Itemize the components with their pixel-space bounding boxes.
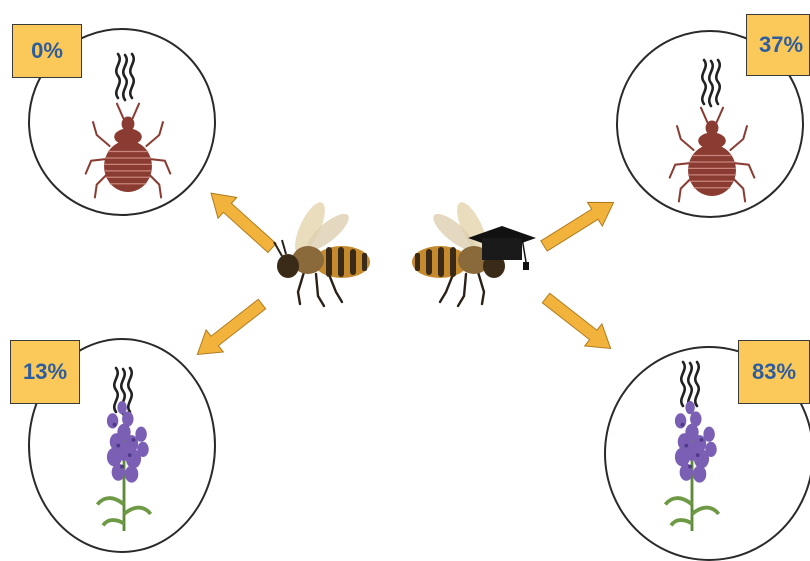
- percent-badge-top-left: 0%: [12, 24, 82, 78]
- arrow-to-bottom-left: [189, 293, 271, 366]
- panel-top-right-smoke-icon: [702, 60, 719, 106]
- arrow-to-top-right: [537, 191, 621, 258]
- arrow-to-top-left: [202, 183, 282, 259]
- panel-top-left-smoke-icon: [116, 54, 133, 100]
- diagram-art: [0, 0, 810, 531]
- panel-bottom-right-lavender-icon: [665, 401, 718, 531]
- percent-badge-top-right: 37%: [746, 14, 810, 76]
- arrow-to-bottom-right: [537, 287, 619, 360]
- panel-top-left-bedbug-icon: [86, 104, 171, 198]
- bee-with-graduation-cap-icon: [412, 198, 536, 306]
- panel-top-right-bedbug-icon: [670, 108, 755, 202]
- percent-badge-bottom-left: 13%: [10, 340, 80, 404]
- bee-icon: [274, 198, 370, 306]
- diagram: 0% 37% 13% 83%: [0, 0, 810, 531]
- percent-badge-bottom-right: 83%: [738, 340, 810, 404]
- panel-bottom-left-lavender-icon: [97, 401, 150, 531]
